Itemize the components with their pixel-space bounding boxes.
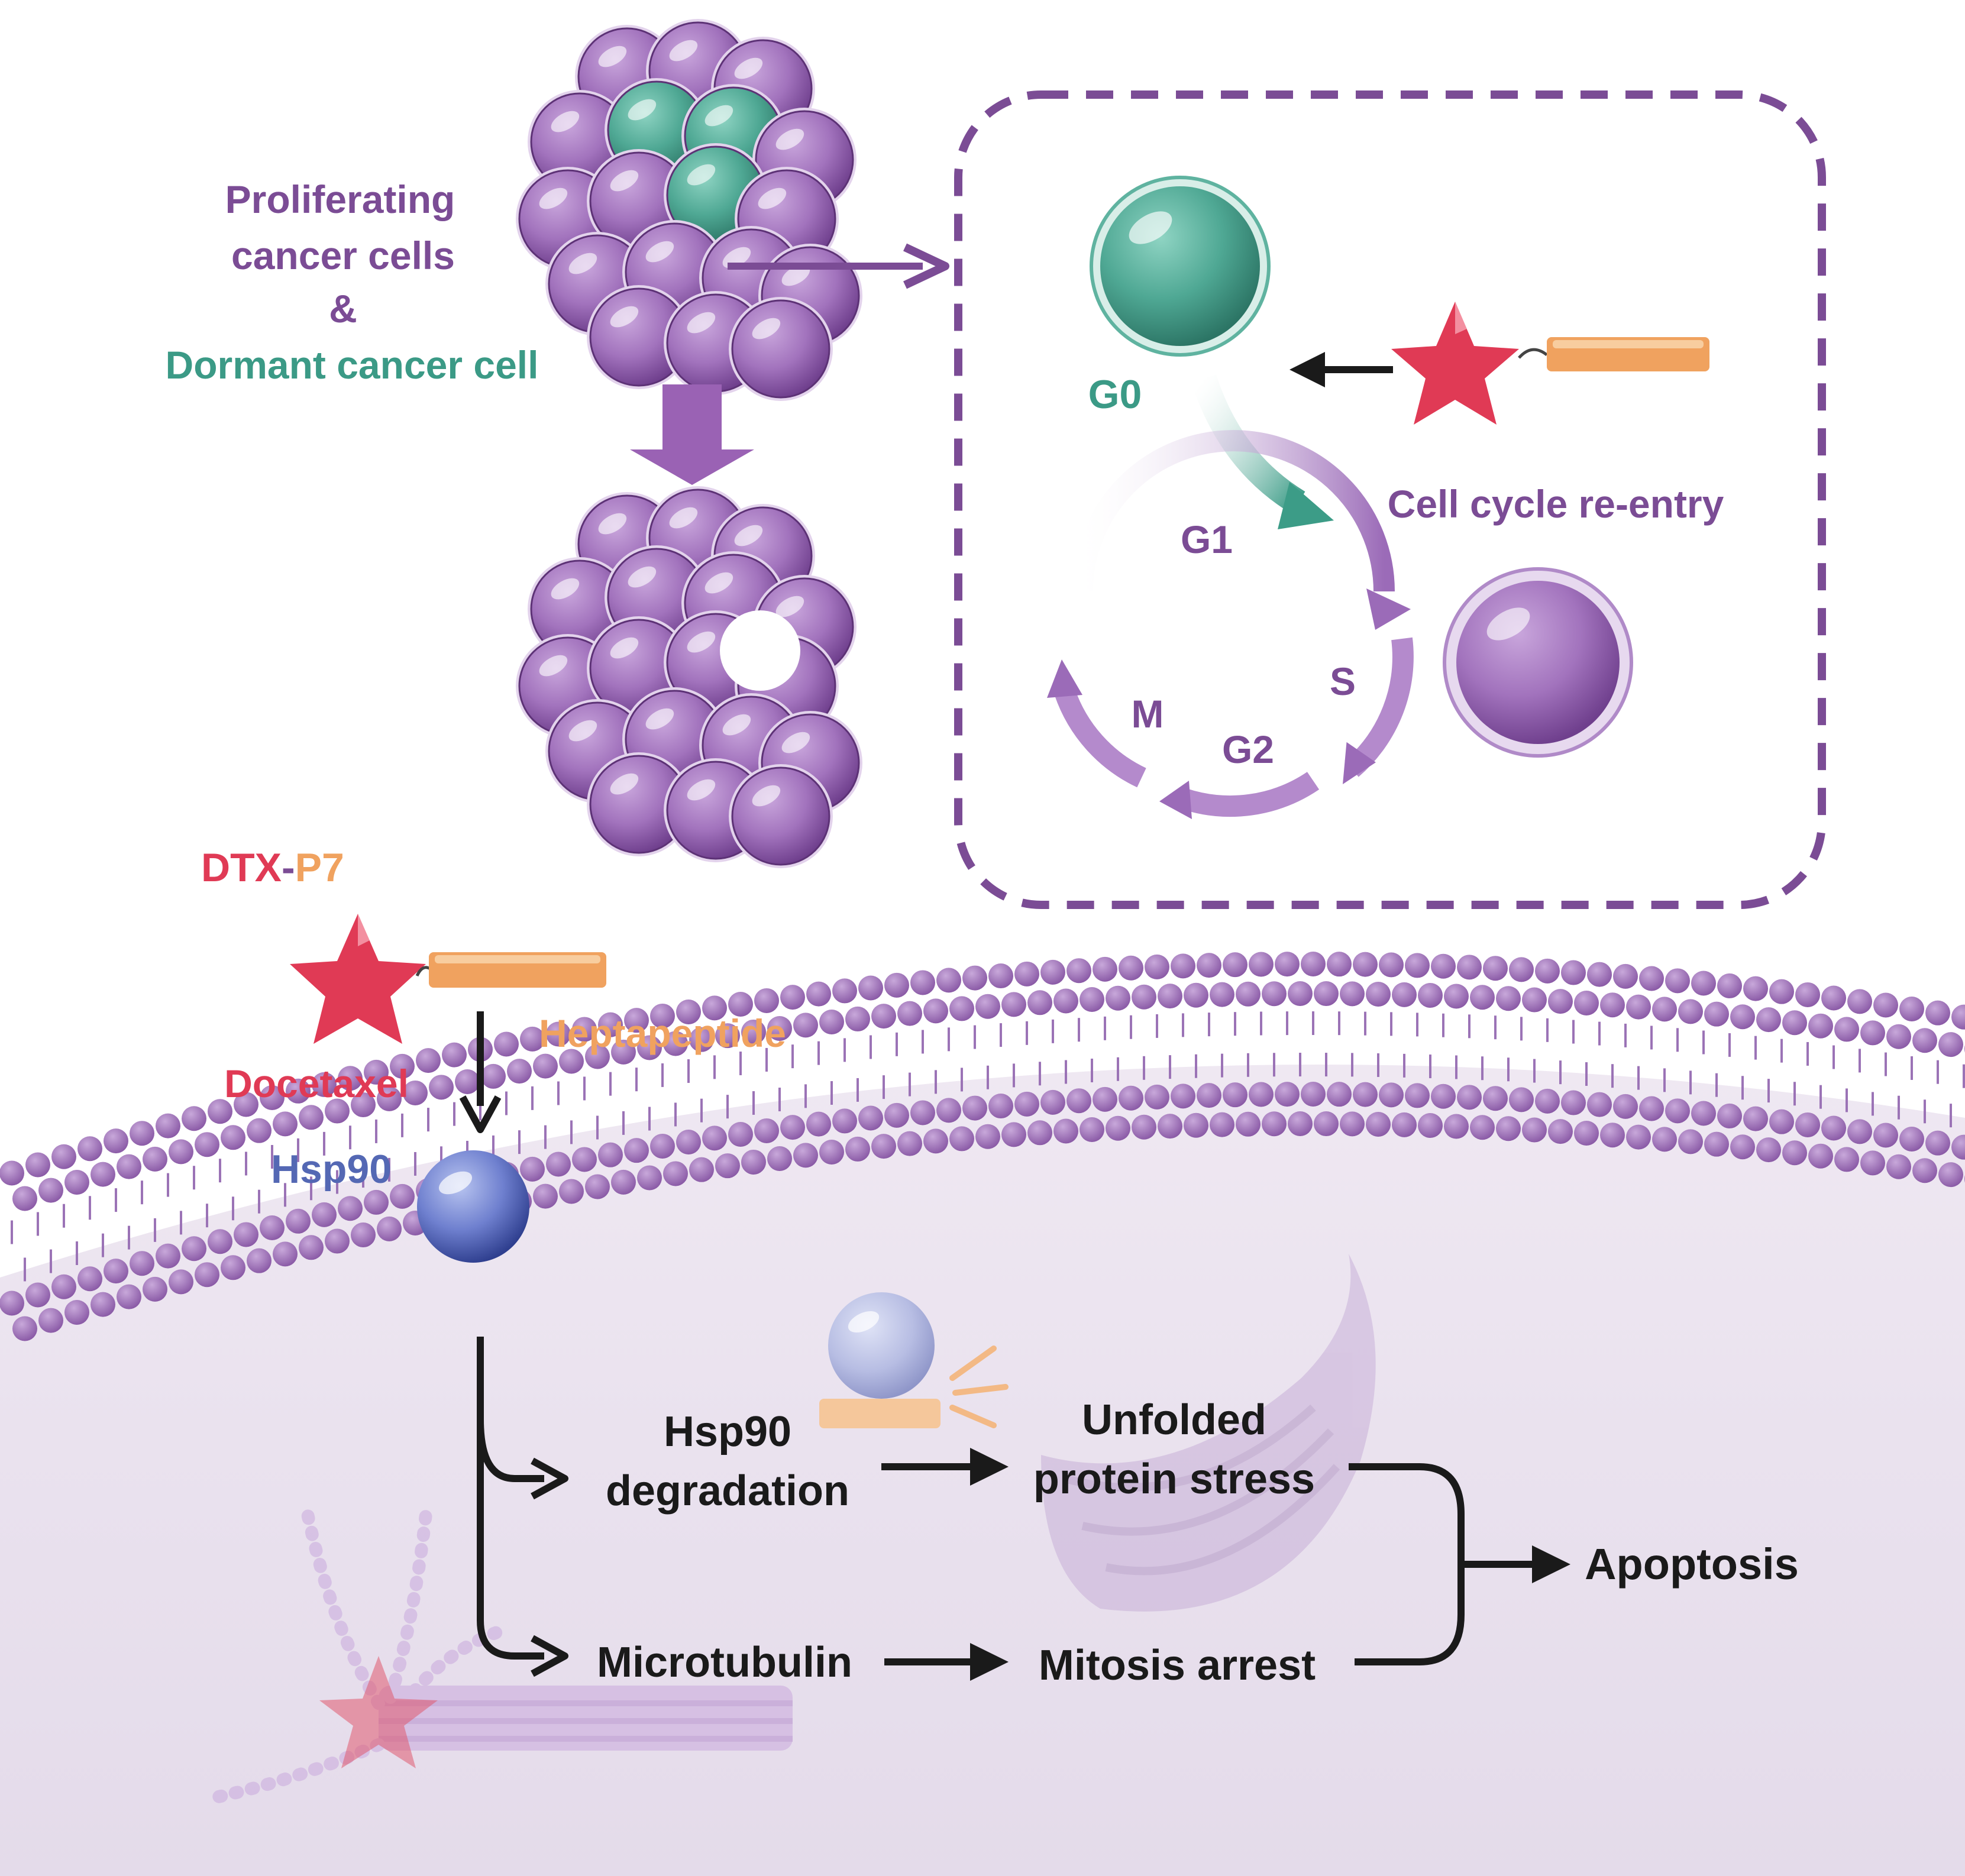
pathway-arrows (477, 1337, 1544, 1665)
label-g1: G1 (1181, 517, 1233, 561)
label-g0: G0 (1088, 372, 1142, 417)
label-docetaxel: Docetaxel (224, 1062, 409, 1105)
hsp90-protein (417, 1150, 529, 1263)
label-proliferating-1: Proliferating (225, 177, 455, 221)
label-dormant: Dormant cancer cell (166, 343, 539, 387)
label-mitosis-arrest: Mitosis arrest (1039, 1642, 1316, 1689)
label-hsp90: Hsp90 (271, 1147, 392, 1192)
dormant-cell-g0 (1090, 176, 1271, 357)
label-g2: G2 (1222, 727, 1274, 771)
arrow-head-icon (970, 1448, 1009, 1486)
label-microtubulin: Microtubulin (597, 1639, 852, 1686)
label-apoptosis: Apoptosis (1585, 1539, 1799, 1589)
dtx-p7-molecule (290, 914, 606, 1044)
label-proliferating-2: cancer cells (231, 234, 455, 277)
arrow-head-icon (1532, 1545, 1570, 1583)
tumor-cluster-with-dormant-cell (516, 19, 862, 401)
cancer-cell (729, 297, 833, 401)
proliferating-cell (1443, 567, 1633, 758)
label-hsp90-degradation-1: Hsp90 (664, 1408, 791, 1455)
arrow-head-icon (903, 243, 949, 289)
label-dash: - (282, 845, 295, 890)
arrow-head-icon (531, 1635, 568, 1677)
hsp90-degradation-icon (819, 1292, 1009, 1428)
docetaxel-faint-star (319, 1656, 438, 1768)
cell-cycle-box (954, 90, 1826, 909)
down-arrow-icon (630, 384, 754, 485)
endoplasmic-reticulum (1041, 1254, 1376, 1612)
cancer-cell (587, 752, 691, 856)
label-ampersand: & (329, 287, 357, 331)
label-p7: P7 (295, 845, 344, 890)
tumor-cluster-after-treatment (516, 486, 862, 868)
cell-membrane (0, 952, 1965, 1341)
label-dtx-p7: DTX-P7 (201, 845, 344, 890)
eliminated-cell-gap (720, 610, 800, 691)
dtx-p7-molecule-box (1391, 302, 1709, 425)
label-heptapeptide: Heptapeptide (539, 1011, 786, 1055)
label-dtx: DTX (201, 845, 282, 890)
label-unfolded-2: protein stress (1033, 1455, 1315, 1503)
arrow-head-icon (970, 1643, 1009, 1681)
label-reentry: Cell cycle re-entry (1388, 482, 1724, 526)
cell-cycle-ring (1047, 430, 1414, 819)
cancer-cell (729, 764, 833, 868)
arrow-head-icon (459, 1095, 502, 1133)
label-m: M (1132, 692, 1164, 736)
label-unfolded-1: Unfolded (1082, 1396, 1266, 1444)
arrow-head-icon (531, 1457, 568, 1500)
label-s: S (1330, 659, 1356, 703)
label-hsp90-degradation-2: degradation (606, 1467, 849, 1515)
arrow-head-icon (1289, 352, 1325, 387)
arrow-head-icon (1278, 482, 1334, 529)
